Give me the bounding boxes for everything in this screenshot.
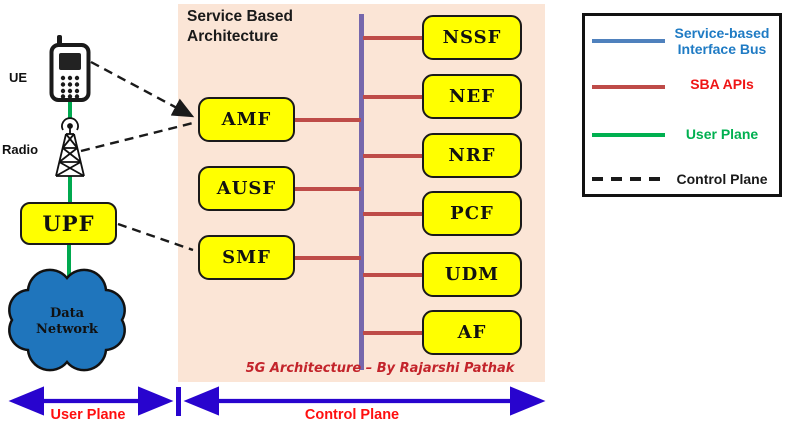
legend-line-sba-apis	[592, 85, 665, 89]
api-link-nrf	[363, 154, 422, 158]
api-link-ausf	[295, 187, 361, 191]
plane-extent-arrows	[8, 386, 546, 416]
nf-box-nef: NEF	[422, 74, 522, 119]
legend-box: Service-based Interface Bus SBA APIs Use…	[582, 13, 782, 197]
legend-line-user-plane	[592, 133, 665, 137]
legend-label-service-bus: Service-based Interface Bus	[674, 25, 770, 57]
api-link-smf	[295, 256, 361, 260]
legend-line-control-plane	[592, 177, 665, 181]
data-network-cloud	[8, 268, 126, 372]
api-link-udm	[363, 273, 422, 277]
legend-label-control-plane: Control Plane	[676, 171, 768, 187]
api-link-nssf	[363, 36, 422, 40]
link-upf-smf	[117, 222, 194, 252]
nf-box-smf: SMF	[198, 235, 295, 280]
diagram-caption: 5G Architecture – By Rajarshi Pathak	[245, 361, 515, 376]
radio-tower-icon	[55, 117, 85, 177]
panel-title: Service Based Architecture	[187, 8, 293, 45]
legend-label-sba-apis: SBA APIs	[690, 76, 754, 92]
nf-box-upf: UPF	[20, 202, 117, 245]
user-plane-label: User Plane	[50, 407, 126, 423]
link-radio-amf	[80, 121, 194, 153]
data-network-label: Data Network	[36, 306, 98, 337]
service-interface-bus	[359, 14, 364, 370]
ue-label: UE	[9, 70, 28, 85]
nf-box-udm: UDM	[422, 252, 522, 297]
control-plane-label: Control Plane	[304, 407, 400, 423]
api-link-pcf	[363, 212, 422, 216]
nf-box-pcf: PCF	[422, 191, 522, 236]
nf-box-nssf: NSSF	[422, 15, 522, 60]
legend-label-user-plane: User Plane	[685, 126, 759, 142]
nf-box-nrf: NRF	[422, 133, 522, 178]
nf-box-af: AF	[422, 310, 522, 355]
control-plane-links	[80, 60, 195, 252]
api-link-af	[363, 331, 422, 335]
nf-box-amf: AMF	[198, 97, 295, 142]
api-link-amf	[295, 118, 361, 122]
api-link-nef	[363, 95, 422, 99]
link-ue-amf	[90, 60, 195, 118]
radio-label: Radio	[2, 142, 39, 157]
ue-phone-icon	[49, 35, 91, 102]
nf-box-ausf: AUSF	[198, 166, 295, 211]
legend-line-service-bus	[592, 39, 665, 43]
